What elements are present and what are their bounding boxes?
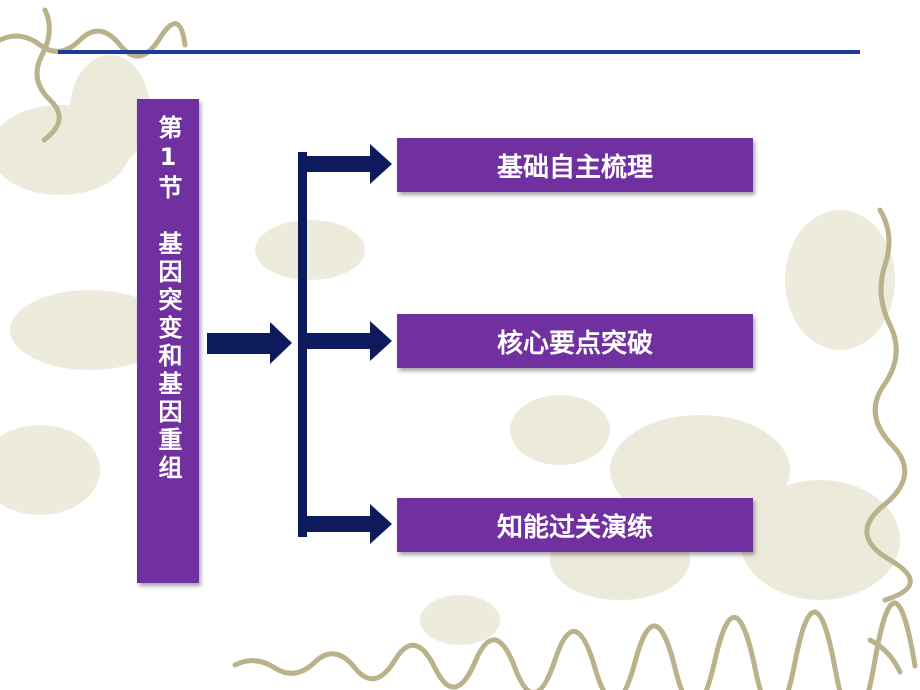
main-arrow-icon xyxy=(207,322,292,364)
item-label: 知能过关演练 xyxy=(496,512,653,543)
item-button-basic-review[interactable]: 基础自主梳理 xyxy=(397,138,753,192)
branch-arrow-3-icon xyxy=(298,504,392,544)
item-button-practice[interactable]: 知能过关演练 xyxy=(397,498,753,552)
item-label: 核心要点突破 xyxy=(496,328,653,359)
bracket-vertical-line xyxy=(298,152,307,537)
section-number-label: 第1节 xyxy=(154,115,182,203)
section-title-box[interactable]: 第1节 基因突变和基因重组 xyxy=(137,99,199,583)
section-topic-label: 基因突变和基因重组 xyxy=(154,231,182,483)
item-label: 基础自主梳理 xyxy=(496,152,653,183)
branch-arrow-1-icon xyxy=(298,144,392,184)
branch-arrow-2-icon xyxy=(307,321,392,361)
top-divider-line xyxy=(58,50,860,54)
item-button-key-points[interactable]: 核心要点突破 xyxy=(397,314,753,368)
